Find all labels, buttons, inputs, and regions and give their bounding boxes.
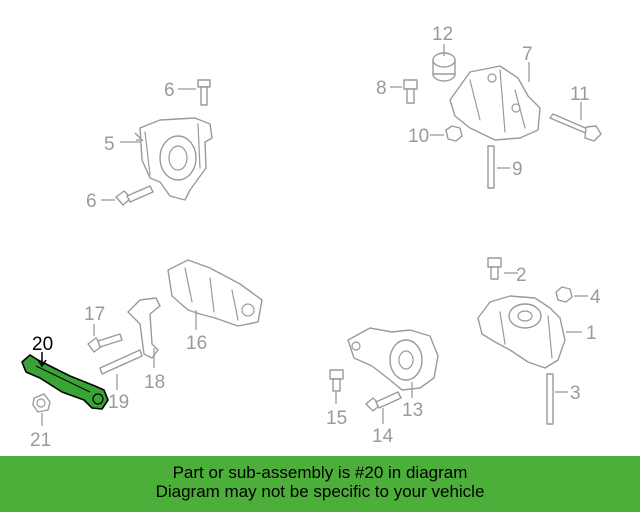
part-21-bushing[interactable] [32, 393, 51, 413]
part-16-bracket[interactable] [167, 259, 263, 327]
callout-9: 9 [512, 159, 523, 180]
callout-14: 14 [372, 426, 394, 447]
callout-11: 11 [570, 84, 590, 105]
callout-4: 4 [590, 287, 601, 308]
parts-diagram: 5 6 6 12 7 8 11 10 9 16 17 18 19 20 21 1… [21, 24, 602, 451]
callout-13: 13 [402, 400, 423, 421]
callout-19: 19 [108, 392, 129, 413]
callout-17: 17 [84, 304, 105, 325]
callout-10: 10 [408, 126, 429, 147]
part-19-bolt[interactable] [99, 349, 143, 375]
callout-16: 16 [186, 333, 207, 354]
callout-20: 20 [32, 334, 53, 355]
callout-15: 15 [326, 408, 347, 429]
part-4-nut[interactable] [555, 286, 573, 303]
part-6b-bolt[interactable] [115, 185, 154, 206]
part-9-stud[interactable] [487, 145, 495, 189]
callout-21: 21 [30, 430, 51, 451]
part-10-nut[interactable] [445, 125, 463, 142]
callout-18: 18 [144, 372, 165, 393]
part-18-link[interactable] [127, 297, 161, 359]
callout-5: 5 [104, 134, 115, 155]
callout-3: 3 [570, 383, 581, 404]
part-12-bushing[interactable] [432, 52, 456, 82]
part-8-bolt[interactable] [403, 79, 418, 104]
part-17-bolt[interactable] [87, 333, 123, 353]
notice-line-1: Part or sub-assembly is #20 in diagram [172, 463, 468, 482]
part-6a-bolt[interactable] [197, 79, 211, 106]
notice-line-2: Diagram may not be specific to your vehi… [155, 482, 485, 501]
callout-12: 12 [432, 24, 453, 45]
part-2-bolt[interactable] [487, 257, 502, 280]
callout-7: 7 [522, 44, 533, 65]
part-14-bolt[interactable] [365, 391, 402, 412]
part-5-engine-mount[interactable] [139, 117, 213, 201]
callout-2: 2 [516, 265, 527, 286]
part-7-bracket[interactable] [449, 65, 541, 141]
part-15-bolt[interactable] [329, 369, 344, 392]
part-11-bolt[interactable] [549, 113, 602, 142]
callout-8: 8 [376, 78, 387, 99]
callout-6: 6 [86, 191, 97, 212]
part-13-mount[interactable] [347, 327, 439, 391]
part-3-stud[interactable] [546, 373, 554, 425]
callout-1: 1 [586, 323, 597, 344]
notice-banner: Part or sub-assembly is #20 in diagram D… [0, 456, 640, 512]
callout-6: 6 [164, 80, 175, 101]
part-1-mount[interactable] [477, 295, 566, 369]
